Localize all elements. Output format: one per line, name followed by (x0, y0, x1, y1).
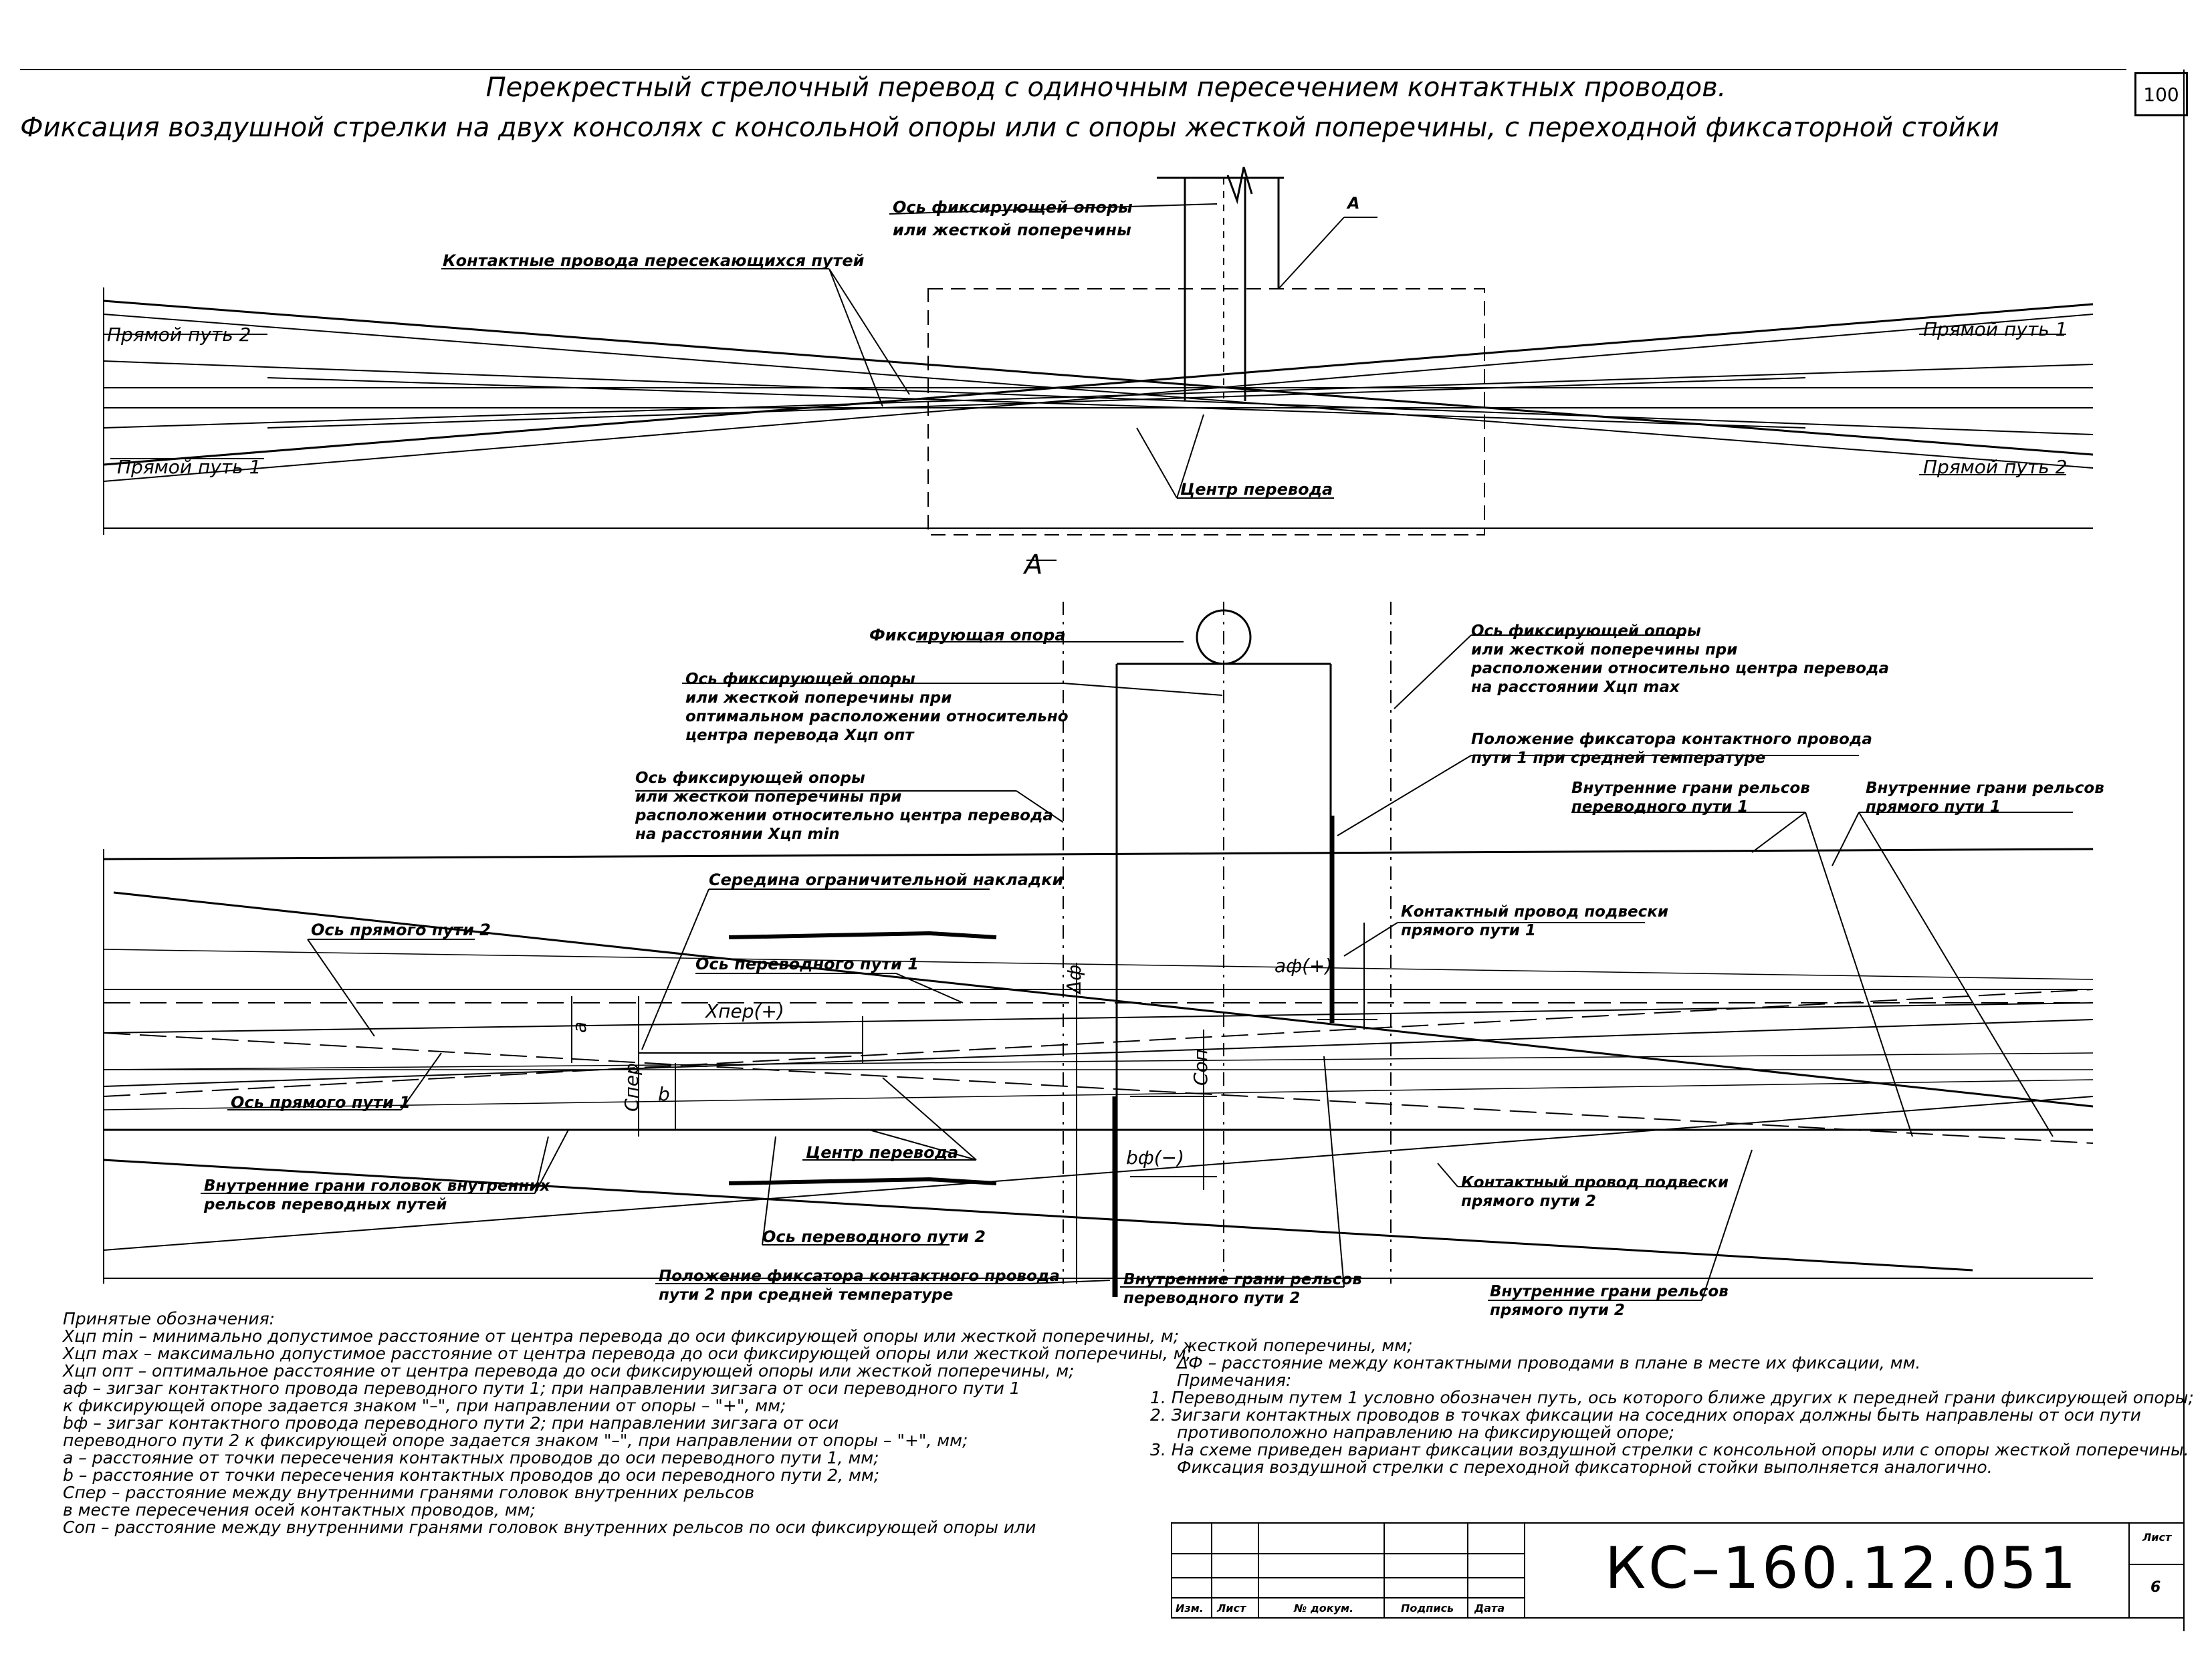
top-section-mark: A (1347, 194, 1360, 213)
son-dim-label: Соп (1190, 1049, 1212, 1086)
col-sign: Подпись (1401, 1602, 1454, 1615)
col-doc: № докум. (1294, 1602, 1354, 1615)
xper-label: Xпер(+) (705, 1000, 784, 1022)
delta-f-label: Δф (1063, 964, 1086, 994)
a-dim-label: a (568, 1021, 591, 1034)
detail-view (103, 560, 2094, 1301)
track-left-top-label: Прямой путь 2 (107, 324, 251, 346)
contact-wires-label: Контактные провода пересекающихся путей (443, 251, 865, 270)
axis-straight2-label: Ось прямого пути 2 (311, 921, 491, 939)
title-line-2: Фиксация воздушной стрелки на двух консо… (20, 112, 1999, 143)
top-axis-label-1: Ось фиксирующей опоры (893, 198, 1133, 217)
detail-section-mark: A (1024, 550, 1043, 580)
sheet-label: Лист (2142, 1531, 2172, 1544)
sper-dim-label: Спер (620, 1063, 643, 1112)
col-izm: Изм. (1176, 1602, 1204, 1615)
legend-left: Принятые обозначения:Хцп min – минимальн… (63, 1309, 1192, 1537)
legend-right: жесткой поперечины, мм; ΔФ – расстояние … (1150, 1336, 2194, 1477)
bf-label: bф(−) (1126, 1147, 1185, 1169)
detail-center-label: Центр перевода (806, 1143, 959, 1162)
axis-straight1-label: Ось прямого пути 1 (231, 1093, 411, 1112)
drawing-code: КС–160.12.051 (1605, 1535, 2079, 1602)
limiting-plate-label: Середина ограничительной накладки (709, 870, 1064, 889)
top-view (103, 166, 2094, 536)
sheet-number: 6 (2150, 1579, 2161, 1596)
track-left-bottom-label: Прямой путь 1 (117, 456, 261, 478)
fixing-pole-label: Фиксирующая опора (869, 626, 1066, 644)
af-label: aф(+) (1275, 955, 1333, 977)
b-dim-label: b (658, 1083, 670, 1105)
page-number: 100 (2134, 72, 2188, 116)
track-right-bottom-label: Прямой путь 2 (1923, 456, 2068, 478)
axis-turnout1-label: Ось переводного пути 1 (695, 955, 919, 973)
axis-turnout2-label: Ось переводного пути 2 (762, 1227, 986, 1246)
top-center-label: Центр перевода (1180, 480, 1333, 499)
col-date: Дата (1474, 1602, 1505, 1615)
title-block-grid (1171, 1522, 2185, 1619)
col-list: Лист (1217, 1602, 1246, 1615)
track-right-top-label: Прямой путь 1 (1923, 318, 2068, 340)
top-axis-label-2: или жесткой поперечины (893, 221, 1131, 239)
title-line-1: Перекрестный стрелочный перевод с одиноч… (485, 72, 1727, 103)
